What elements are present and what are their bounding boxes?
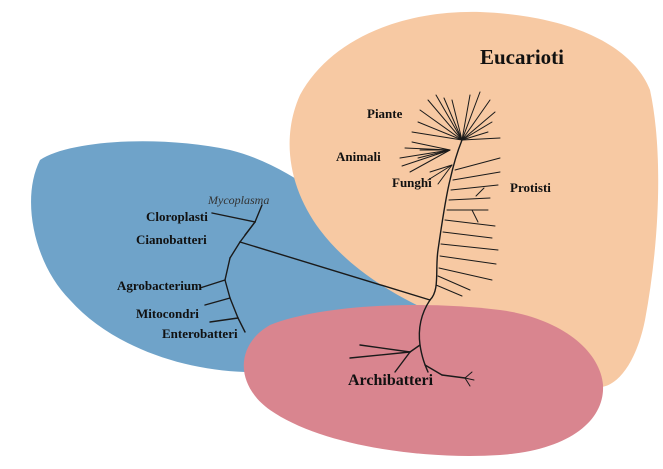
archaea-label: Archibatteri bbox=[348, 372, 434, 389]
fungi-label: Funghi bbox=[392, 175, 432, 190]
mycoplasma-label: Mycoplasma bbox=[207, 193, 269, 207]
animals-label: Animali bbox=[336, 149, 381, 164]
agrobacterium-label: Agrobacterium bbox=[117, 278, 202, 293]
cyanobacteria-label: Cianobatteri bbox=[136, 232, 207, 247]
eukarya-label: Eucarioti bbox=[480, 45, 564, 69]
mitochondria-label: Mitocondri bbox=[136, 306, 199, 321]
enterobacteria-label: Enterobatteri bbox=[162, 326, 238, 341]
plants-label: Piante bbox=[367, 106, 403, 121]
chloroplasts-label: Cloroplasti bbox=[146, 209, 208, 224]
protists-label: Protisti bbox=[510, 180, 551, 195]
